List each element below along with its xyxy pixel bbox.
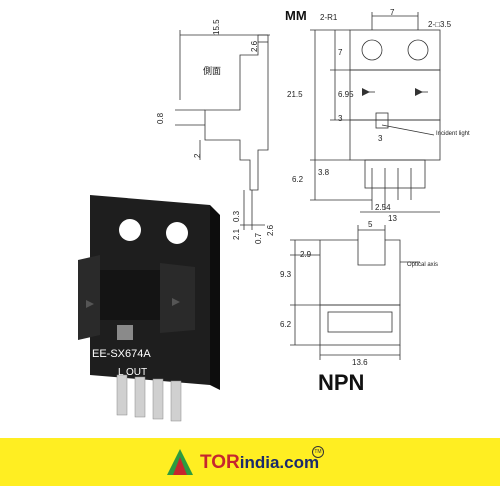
dim-15-5: 15.5 — [212, 19, 221, 35]
dim-6-2: 6.2 — [292, 175, 304, 184]
trademark-badge: TM — [312, 446, 324, 458]
dim-3: 3 — [338, 114, 343, 123]
dim-0-7: 0.7 — [254, 232, 263, 244]
dim-2-6b: 2.6 — [266, 224, 275, 236]
dim-0-3: 0.3 — [232, 210, 241, 222]
dim-2: 2 — [193, 153, 202, 158]
incident-light-label: Incident light — [436, 131, 470, 137]
dim-3b: 3 — [378, 134, 383, 143]
brand-logo[interactable]: TORindia.com — [200, 452, 319, 474]
dimension-drawing — [175, 12, 441, 360]
logo-triangle-icon — [167, 449, 193, 475]
dim-6-2b: 6.2 — [280, 320, 292, 329]
dim-2-6: 2.6 — [250, 40, 259, 52]
dim-9-3: 9.3 — [280, 270, 292, 279]
dim-2-1: 2.1 — [232, 228, 241, 240]
dim-13: 13 — [388, 214, 397, 223]
dim-7: 7 — [338, 48, 343, 57]
dim-radius: 2-R1 — [320, 13, 338, 22]
dim-13-6: 13.6 — [352, 358, 368, 367]
dim-2-9: 2.9 — [300, 250, 312, 259]
sensor-photo — [78, 195, 220, 422]
dim-21-5: 21.5 — [287, 90, 303, 99]
body-marking: L OUT — [118, 367, 148, 378]
model-label: EE-SX674A — [92, 348, 151, 360]
dim-3-8: 3.8 — [318, 168, 330, 177]
dim-0-8: 0.8 — [156, 112, 165, 124]
dim-2-54: 2.54 — [375, 203, 391, 212]
dim-6-95: 6.95 — [338, 90, 354, 99]
dim-top-width: 7 — [390, 8, 395, 17]
brand-name-part2: india.com — [239, 453, 320, 472]
units-label: MM — [285, 8, 307, 23]
brand-name-part1: TOR — [200, 452, 240, 473]
footer-banner — [0, 438, 500, 486]
dim-hole-spec: 2-□3.5 — [428, 20, 452, 29]
side-view-label: 側面 — [203, 66, 222, 76]
optical-axis-label: Optical axis — [407, 262, 439, 268]
dim-5: 5 — [368, 220, 373, 229]
circuit-type-label: NPN — [318, 370, 365, 395]
